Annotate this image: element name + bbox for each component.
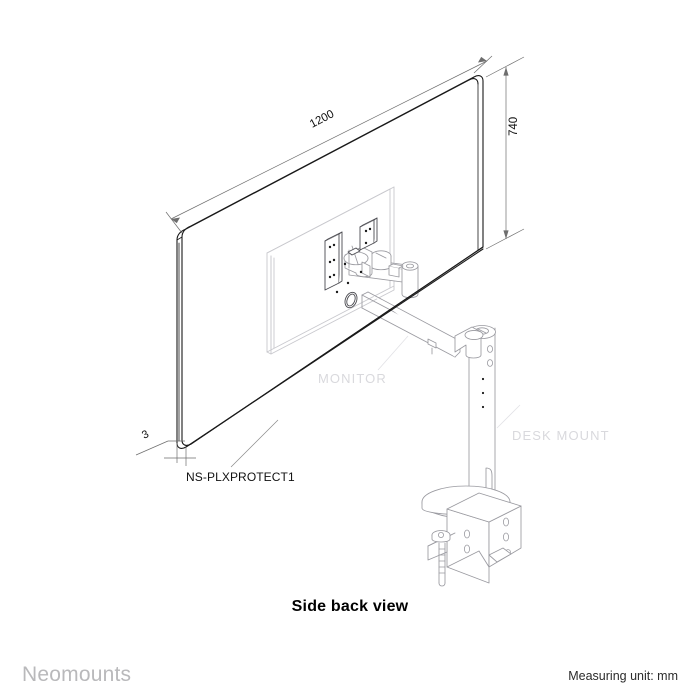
monitor-outline xyxy=(266,186,395,355)
measuring-unit-label: Measuring unit: mm xyxy=(568,669,678,683)
desk-mount-assembly xyxy=(324,217,522,587)
vesa-plate-right xyxy=(359,217,378,251)
brand-logo: Neomounts xyxy=(22,663,132,686)
view-title: Side back view xyxy=(291,598,409,615)
desk-mount-leader-line xyxy=(496,404,521,429)
vesa-plate-left xyxy=(324,231,343,291)
monitor-arm xyxy=(361,291,484,359)
desk-mount-annotation: DESK MOUNT xyxy=(512,428,610,443)
dimension-lines xyxy=(135,55,525,468)
vesa-head xyxy=(343,245,373,278)
part-number-label: NS-PLXPROTECT1 xyxy=(186,470,295,484)
dimension-height-label: 740 xyxy=(508,116,520,136)
desk-clamp xyxy=(421,485,522,587)
panel-fixing-points xyxy=(335,262,363,309)
monitor-annotation: MONITOR xyxy=(318,371,387,386)
monitor-leader-line xyxy=(377,335,409,371)
